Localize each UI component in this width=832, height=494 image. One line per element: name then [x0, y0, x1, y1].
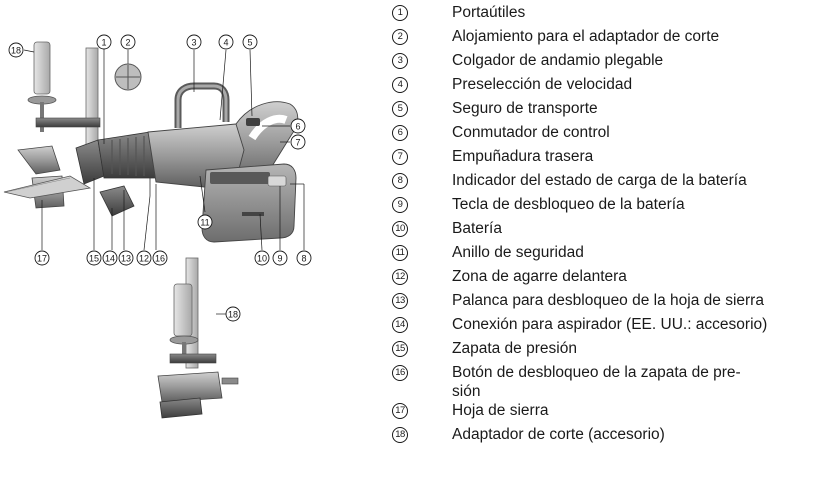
legend-number-badge: 15 — [392, 341, 408, 357]
legend-number-badge: 9 — [392, 197, 408, 213]
callout-16: 16 — [152, 250, 168, 266]
callout-8: 8 — [296, 250, 312, 266]
legend-number-badge: 18 — [392, 427, 408, 443]
callout-12: 12 — [136, 250, 152, 266]
callout-9: 9 — [272, 250, 288, 266]
legend-number-badge: 11 — [392, 245, 408, 261]
adapter-housing-detail — [114, 63, 142, 91]
callout-label: 4 — [223, 38, 228, 48]
legend-text: Batería — [452, 220, 502, 237]
legend-number-badge: 12 — [392, 269, 408, 285]
callout-4: 4 — [218, 34, 234, 50]
legend-text: Adaptador de corte (accesorio) — [452, 426, 665, 443]
callout-label: 1 — [101, 38, 106, 48]
legend-text: Conexión para aspirador (EE. UU.: acceso… — [452, 316, 768, 333]
legend-number-badge: 8 — [392, 173, 408, 189]
cutting-adapter-detail — [157, 257, 239, 419]
callout-label: 2 — [125, 38, 130, 48]
callout-14: 14 — [102, 250, 118, 266]
callout-label: 9 — [277, 254, 282, 264]
callout-label: 14 — [105, 254, 115, 264]
legend-text: Palanca para desbloqueo de la hoja de si… — [452, 292, 764, 309]
legend-number-badge: 1 — [392, 5, 408, 21]
legend-text: Indicador del estado de carga de la bate… — [452, 172, 747, 189]
legend-text: Anillo de seguridad — [452, 244, 584, 261]
legend-text: Botón de desbloqueo de la zapata de pre-… — [452, 364, 741, 400]
legend-number-badge: 16 — [392, 365, 408, 381]
callout-2: 2 — [120, 34, 136, 50]
legend-text: Portaútiles — [452, 4, 526, 21]
legend-text: Hoja de sierra — [452, 402, 549, 419]
callout-7: 7 — [290, 134, 306, 150]
legend-number-badge: 3 — [392, 53, 408, 69]
reciprocating-saw — [3, 41, 299, 243]
detail-callout-18: 18 — [225, 306, 241, 322]
callout-label: 6 — [295, 122, 300, 132]
legend-number-badge: 4 — [392, 77, 408, 93]
legend-number-badge: 14 — [392, 317, 408, 333]
callout-18: 18 — [8, 42, 24, 58]
callout-label: 12 — [139, 254, 149, 264]
legend-text: Empuñadura trasera — [452, 148, 594, 165]
callout-label: 8 — [301, 254, 306, 264]
callout-13: 13 — [118, 250, 134, 266]
callout-5: 5 — [242, 34, 258, 50]
legend-number-badge: 13 — [392, 293, 408, 309]
callout-label: 18 — [228, 310, 238, 320]
legend-number-badge: 5 — [392, 101, 408, 117]
callout-label: 18 — [11, 46, 21, 56]
callout-17: 17 — [34, 250, 50, 266]
callout-label: 3 — [191, 38, 196, 48]
legend-text: Seguro de transporte — [452, 100, 598, 117]
legend-number-badge: 2 — [392, 29, 408, 45]
callout-3: 3 — [186, 34, 202, 50]
callout-6: 6 — [290, 118, 306, 134]
callout-label: 10 — [257, 254, 267, 264]
callout-1: 1 — [96, 34, 112, 50]
legend-text: Colgador de andamio plegable — [452, 52, 664, 69]
legend-text: Zapata de presión — [452, 340, 577, 357]
callout-label: 7 — [295, 138, 300, 148]
legend-number-badge: 7 — [392, 149, 408, 165]
legend-text: Conmutador de control — [452, 124, 610, 141]
callout-15: 15 — [86, 250, 102, 266]
parts-legend: 1 Portaútiles 2 Alojamiento para el adaptad… — [392, 0, 832, 494]
callout-label: 17 — [37, 254, 47, 264]
callout-leaders — [23, 49, 305, 315]
callout-label: 5 — [247, 38, 252, 48]
legend-number-badge: 10 — [392, 221, 408, 237]
legend-number-badge: 6 — [392, 125, 408, 141]
callout-label: 15 — [89, 254, 99, 264]
callout-label: 16 — [155, 254, 165, 264]
callout-label: 11 — [200, 218, 209, 228]
legend-text: Tecla de desbloqueo de la batería — [452, 196, 685, 213]
legend-number-badge: 17 — [392, 403, 408, 419]
callout-label: 13 — [121, 254, 131, 264]
callout-11: 11 — [197, 214, 213, 230]
legend-text: Zona de agarre delantera — [452, 268, 627, 285]
legend-text: Alojamiento para el adaptador de corte — [452, 28, 720, 45]
legend-text: Preselección de velocidad — [452, 76, 633, 93]
callout-10: 10 — [254, 250, 270, 266]
